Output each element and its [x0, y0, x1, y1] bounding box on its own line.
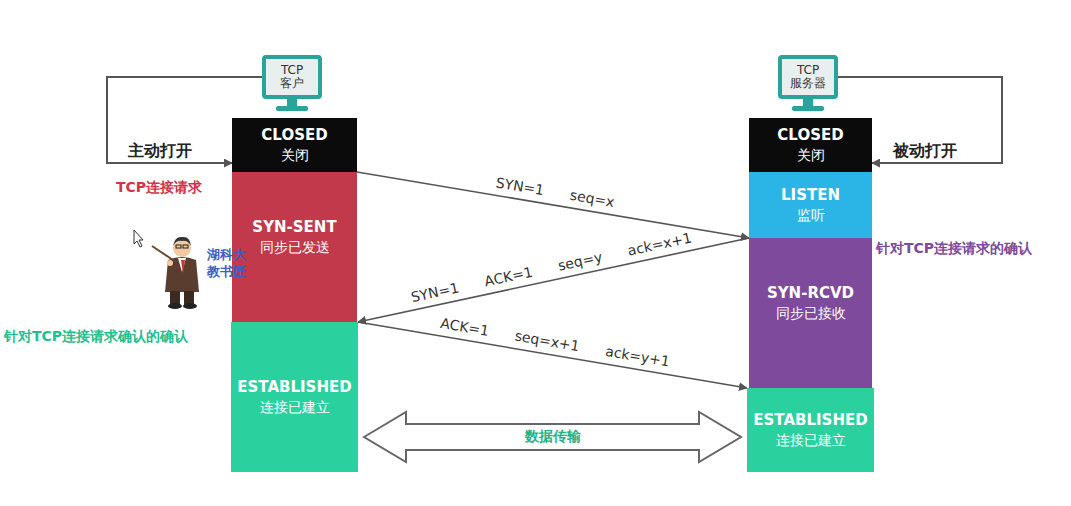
state-box: CLOSED关闭	[749, 118, 872, 172]
message-arrow	[357, 172, 749, 238]
state-box: ESTABLISHED连接已建立	[747, 388, 874, 472]
state-name: LISTEN	[781, 185, 840, 205]
edge-label: 主动打开	[128, 141, 192, 162]
message-arrow	[358, 238, 749, 322]
state-name: SYN-SENT	[252, 217, 336, 237]
cursor	[134, 230, 143, 247]
state-box: ESTABLISHED连接已建立	[231, 322, 358, 472]
watermark: 湖科大教书匠	[207, 247, 249, 281]
message-arrow	[358, 322, 747, 388]
state-name: ESTABLISHED	[237, 377, 351, 397]
edge-label: SYN=1 seq=x	[495, 174, 616, 210]
note-label: TCP连接请求	[116, 179, 202, 197]
data-transfer-arrow	[364, 412, 741, 462]
note-label: 针对TCP连接请求确认的确认	[4, 328, 188, 346]
state-name: CLOSED	[261, 125, 327, 145]
client-monitor: TCP 客户	[262, 55, 322, 99]
teacher-figure	[152, 237, 199, 309]
state-name: CLOSED	[777, 125, 843, 145]
server-monitor: TCP 服务器	[778, 55, 838, 99]
edge-label: 数据传输	[523, 428, 583, 446]
state-label: 关闭	[797, 145, 825, 165]
state-name: ESTABLISHED	[753, 410, 867, 430]
edge-label: SYN=1 ACK=1 seq=y ack=x+1	[409, 229, 693, 305]
note-label: 针对TCP连接请求的确认	[876, 240, 1032, 258]
state-box: SYN-RCVD同步已接收	[749, 238, 872, 388]
edge-label: ACK=1 seq=x+1 ack=y+1	[439, 315, 671, 370]
state-label: 连接已建立	[260, 397, 330, 417]
state-name: SYN-RCVD	[767, 283, 854, 303]
state-box: LISTEN监听	[749, 172, 872, 238]
monitor-stand	[287, 99, 297, 107]
monitor-base	[792, 106, 824, 111]
state-label: 连接已建立	[776, 430, 846, 450]
monitor-label: TCP 客户	[277, 64, 307, 90]
edge-label: 被动打开	[893, 141, 957, 162]
monitor-stand	[803, 99, 813, 107]
state-label: 同步已发送	[260, 237, 330, 257]
state-box: SYN-SENT同步已发送	[232, 172, 357, 322]
state-label: 监听	[797, 205, 825, 225]
state-label: 关闭	[281, 145, 309, 165]
state-label: 同步已接收	[776, 303, 846, 323]
state-box: CLOSED关闭	[232, 118, 357, 172]
monitor-base	[276, 106, 308, 111]
monitor-label: TCP 服务器	[788, 64, 828, 90]
